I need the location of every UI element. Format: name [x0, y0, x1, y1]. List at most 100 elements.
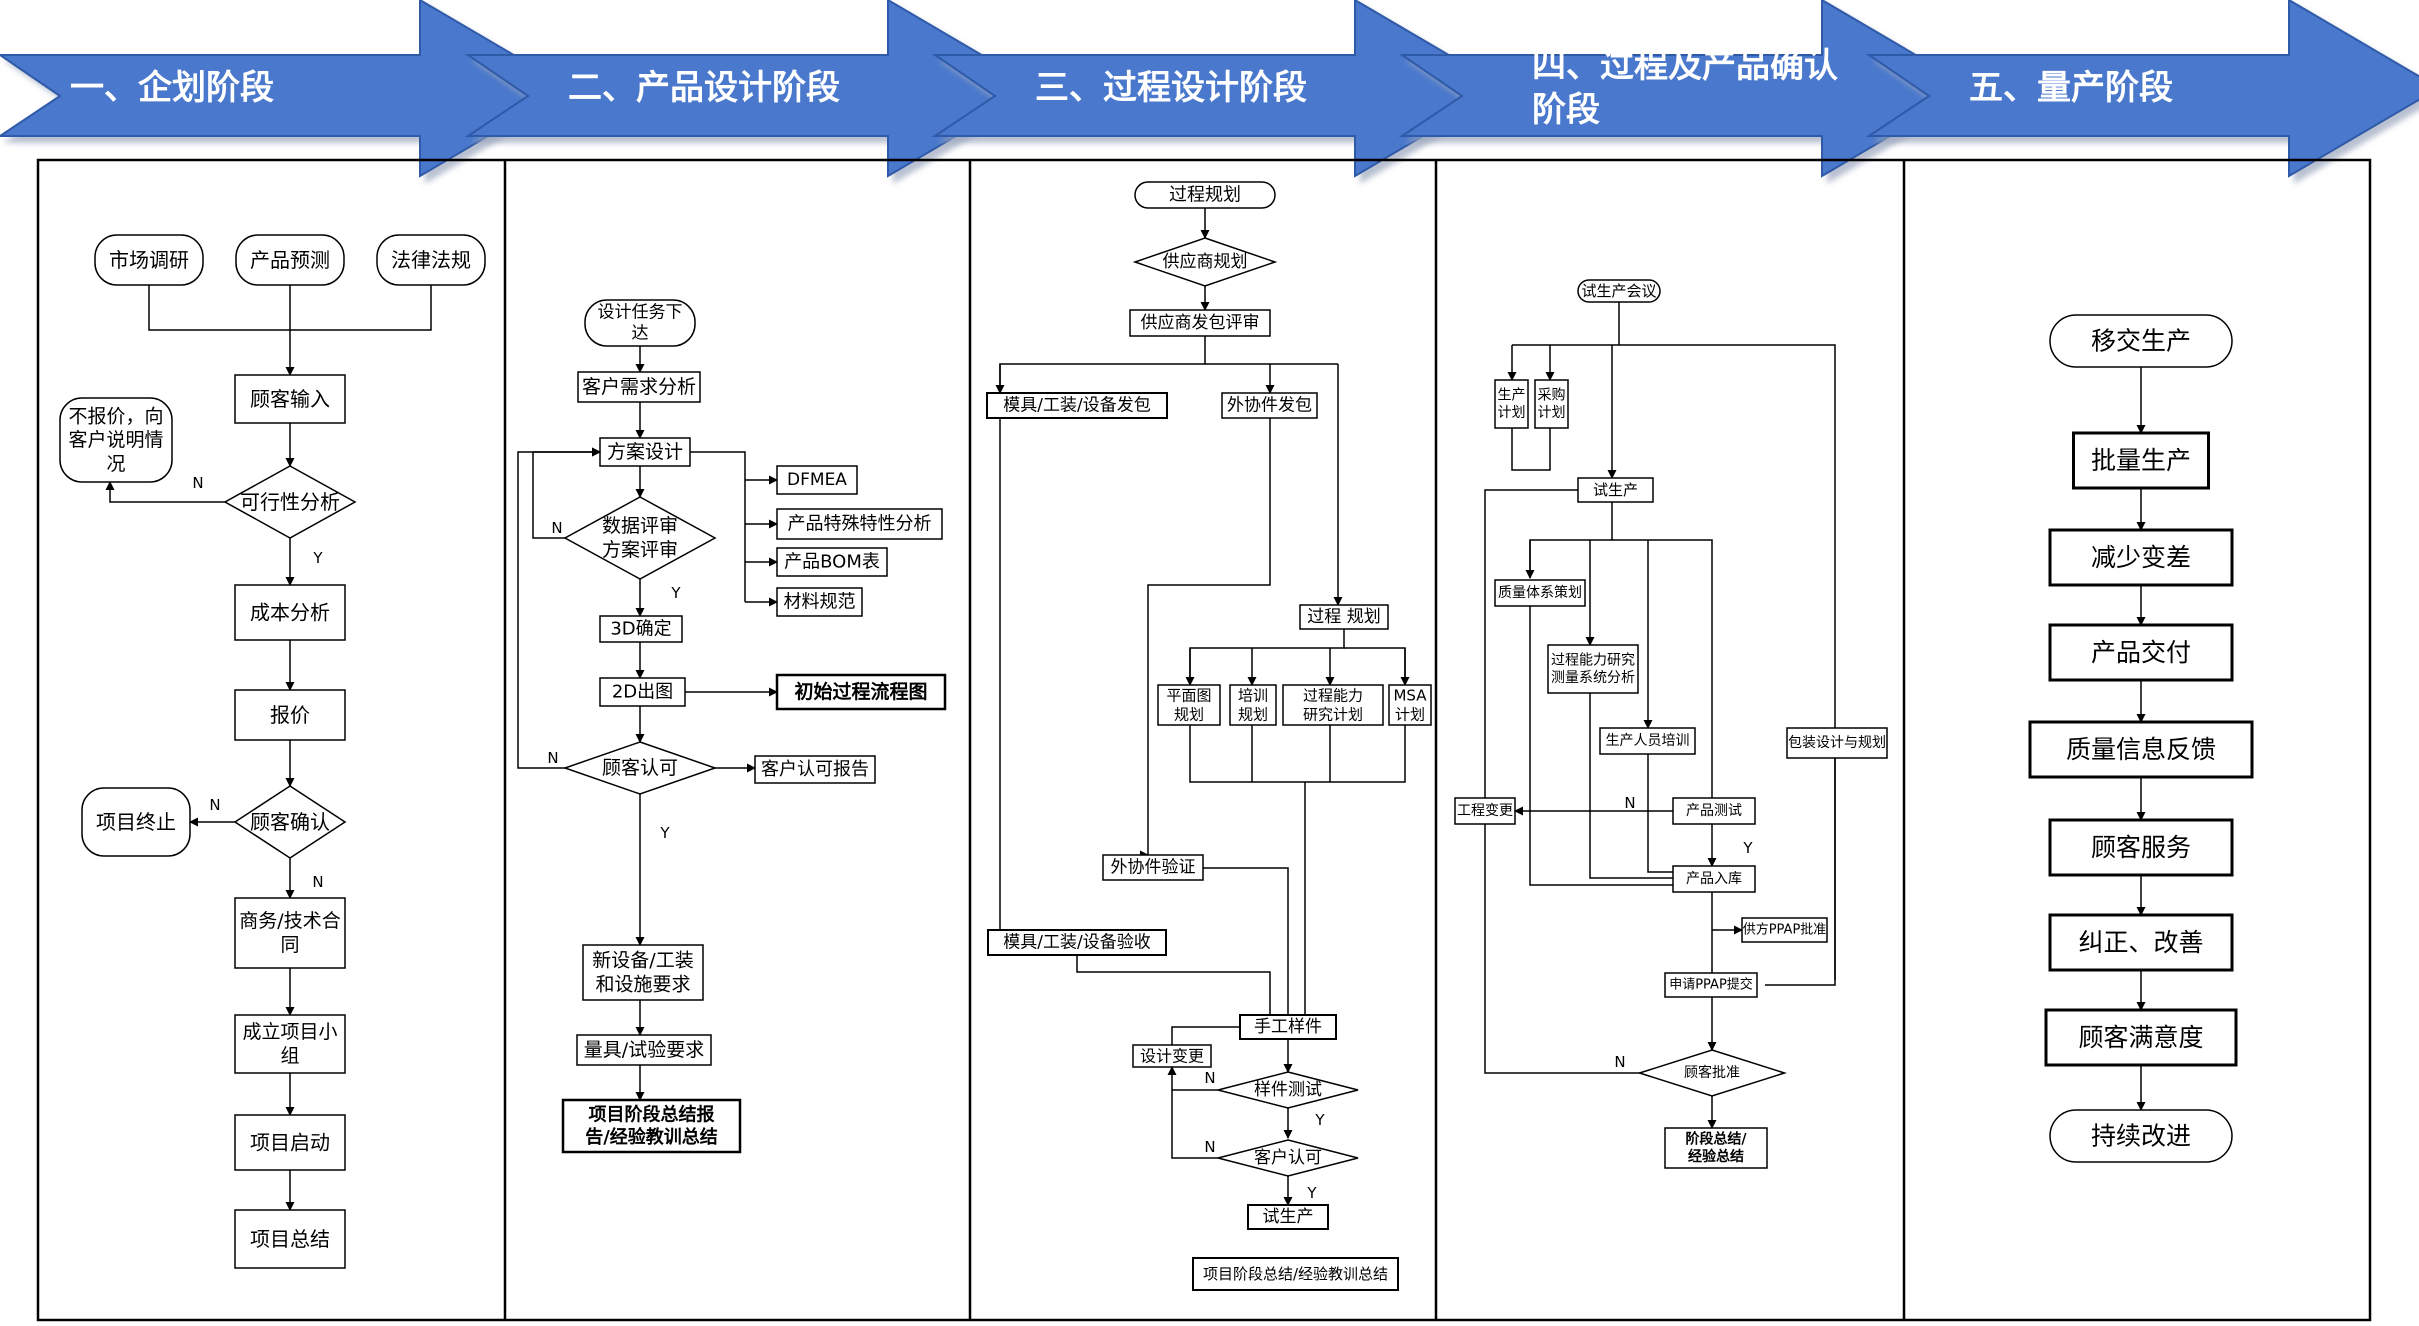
initial-flow-node-text-line-1: 初始过程流程图: [794, 680, 927, 703]
customer-input-node-text-line-1: 顾客输入: [250, 387, 330, 411]
laws-node-text-line-1: 法律法规: [391, 248, 471, 272]
packaging-node-text-line-1: 包装设计与规划: [1788, 735, 1886, 751]
bom-node-text-line-1: 产品BOM表: [784, 552, 880, 573]
supplier-plan-diamond-text-line-1: 供应商规划: [1163, 252, 1248, 272]
kickoff-node-text-line-1: 项目启动: [250, 1131, 330, 1155]
trial-node-text-line-1: 试生产: [1263, 1207, 1314, 1227]
phase-title-2: 二、产品设计阶段: [568, 68, 840, 108]
stage-summary-4-node-text-line-2: 经验总结: [1688, 1148, 1744, 1165]
plan-branch-2: [1344, 647, 1406, 685]
d3-node-text-line-1: 3D确定: [610, 619, 671, 640]
trial-branch-2: [1612, 539, 1713, 810]
trial-meeting-node-text-line-1: 试生产会议: [1581, 282, 1656, 300]
label-n-test: N: [1204, 1069, 1215, 1087]
hand-sample-node: [1239, 1014, 1337, 1040]
phase-chevron-3: [931, 0, 1507, 178]
phase-title-4-line-1: 四、过程及产品确认: [1532, 46, 1838, 86]
msa-plan-node-text-line-1: MSA: [1393, 687, 1427, 705]
table-frame: [36, 158, 2372, 1322]
trial-4-node-text-line-1: 试生产: [1593, 481, 1638, 499]
training-plan-node-text-line-2: 规划: [1238, 705, 1268, 723]
design-change-node-text-line-1: 设计变更: [1140, 1047, 1204, 1066]
mass-step-4-text-line-1: 产品交付: [2091, 638, 2191, 667]
summary-node: [234, 1209, 346, 1269]
training-4-node-text-line-1: 生产人员培训: [1606, 733, 1690, 749]
capability-to-storage: [1589, 693, 1673, 879]
market-research-node-text-line-1: 市场调研: [109, 248, 189, 272]
purchase-plan-node-text-line-1: 采购: [1538, 387, 1566, 403]
quote-node-text-line-1: 报价: [270, 703, 310, 727]
new-equipment-node-text-line-1: 新设备/工装: [592, 950, 693, 972]
stage-summary-2-node: [561, 1098, 742, 1154]
label-n-2: N: [209, 796, 220, 814]
label-n-approve: N: [1204, 1138, 1215, 1156]
plans-merge: [1511, 428, 1551, 471]
packaging-to-ppap: [1765, 758, 1836, 986]
special-characteristic-node: [776, 508, 943, 540]
product-test-node: [1672, 797, 1756, 825]
quality-system-node-text-line-1: 质量体系策划: [1498, 584, 1582, 601]
tooling-accept-node: [987, 929, 1167, 956]
review-diamond-text-line-1: 数据评审: [602, 515, 678, 537]
team-node: [234, 1014, 346, 1074]
phase-title-4-line-2: 阶段: [1532, 90, 1600, 130]
plan-branch-1: [1189, 629, 1345, 685]
quality-to-storage: [1529, 606, 1673, 886]
approval-report-node: [754, 755, 876, 784]
gauge-node: [576, 1034, 712, 1066]
label-y-test-4: Y: [1742, 839, 1753, 857]
requirement-node-text-line-1: 客户需求分析: [582, 376, 696, 398]
supplier-review-node: [1129, 309, 1271, 337]
training-plan-node: [1229, 684, 1277, 726]
phase-title-1: 一、企划阶段: [70, 68, 274, 108]
contract-node: [234, 897, 346, 969]
label-y-approval: Y: [659, 824, 670, 842]
ppap-submit-node-text-line-1: 申请PPAP提交: [1669, 977, 1753, 993]
new-equipment-node: [582, 944, 704, 1001]
storage-node: [1672, 865, 1756, 893]
label-y-test: Y: [1314, 1111, 1325, 1129]
branch-trunk: [690, 451, 746, 602]
scheme-node-text-line-1: 方案设计: [607, 441, 683, 463]
label-n-1: N: [192, 474, 203, 492]
mass-step-2-text-line-1: 批量生产: [2091, 446, 2191, 475]
supplier-review-node-text-line-1: 供应商发包评审: [1141, 313, 1260, 333]
purchase-plan-node-text-line-2: 计划: [1538, 405, 1566, 421]
packaging-node: [1786, 727, 1888, 759]
outsource-line: [1147, 418, 1271, 855]
capability-4-node-text-line-2: 测量系统分析: [1551, 670, 1635, 686]
label-n-approve-4: N: [1614, 1053, 1625, 1071]
training-to-storage: [1647, 754, 1673, 873]
team-node-text-line-1: 成立项目小: [242, 1021, 337, 1043]
process-plan-node-text-line-1: 过程规划: [1169, 185, 1241, 206]
layout-plan-node: [1157, 684, 1221, 726]
outsource-node: [1221, 392, 1318, 419]
trial-node: [1247, 1204, 1329, 1230]
stage-summary-3-node-text-line-1: 项目阶段总结/经验教训总结: [1203, 1265, 1388, 1283]
tooling-out-node-text-line-1: 模具/工装/设备发包: [1003, 396, 1150, 416]
tooling-accept-node-text-line-1: 模具/工装/设备验收: [1003, 933, 1150, 953]
sample-test-diamond-text-line-1: 样件测试: [1254, 1080, 1322, 1100]
stage-summary-4-node: [1664, 1127, 1768, 1169]
accept-to-sample: [1076, 955, 1271, 1025]
summary-node-text-line-1: 项目总结: [250, 1227, 330, 1251]
outsource-verify-node-text-line-1: 外协件验证: [1111, 858, 1196, 878]
approve-back-4: [1484, 824, 1640, 1074]
material-spec-node-text-line-1: 材料规范: [784, 592, 856, 613]
no-quote-node-text-line-1: 不报价，向: [68, 405, 163, 427]
mass-step-4: [2048, 623, 2234, 682]
customer-input-node: [234, 374, 346, 424]
design-task-node-text-line-2: 达: [632, 324, 649, 344]
cost-analysis-node-text-line-1: 成本分析: [250, 601, 330, 625]
prod-plan-node: [1494, 379, 1529, 429]
ppap-submit-node: [1664, 972, 1758, 998]
mass-step-3: [2048, 528, 2234, 587]
new-equipment-node-text-line-2: 和设施要求: [595, 973, 690, 995]
capability-plan-node: [1282, 684, 1384, 726]
phase-title-5: 五、量产阶段: [1969, 68, 2173, 108]
initial-flow-node: [775, 673, 947, 711]
d2-node-text-line-1: 2D出图: [612, 682, 673, 703]
dfmea-node-text-line-1: DFMEA: [787, 470, 847, 490]
no-quote-node-text-line-2: 客户说明情: [68, 429, 163, 451]
label-y-review: Y: [670, 584, 681, 602]
